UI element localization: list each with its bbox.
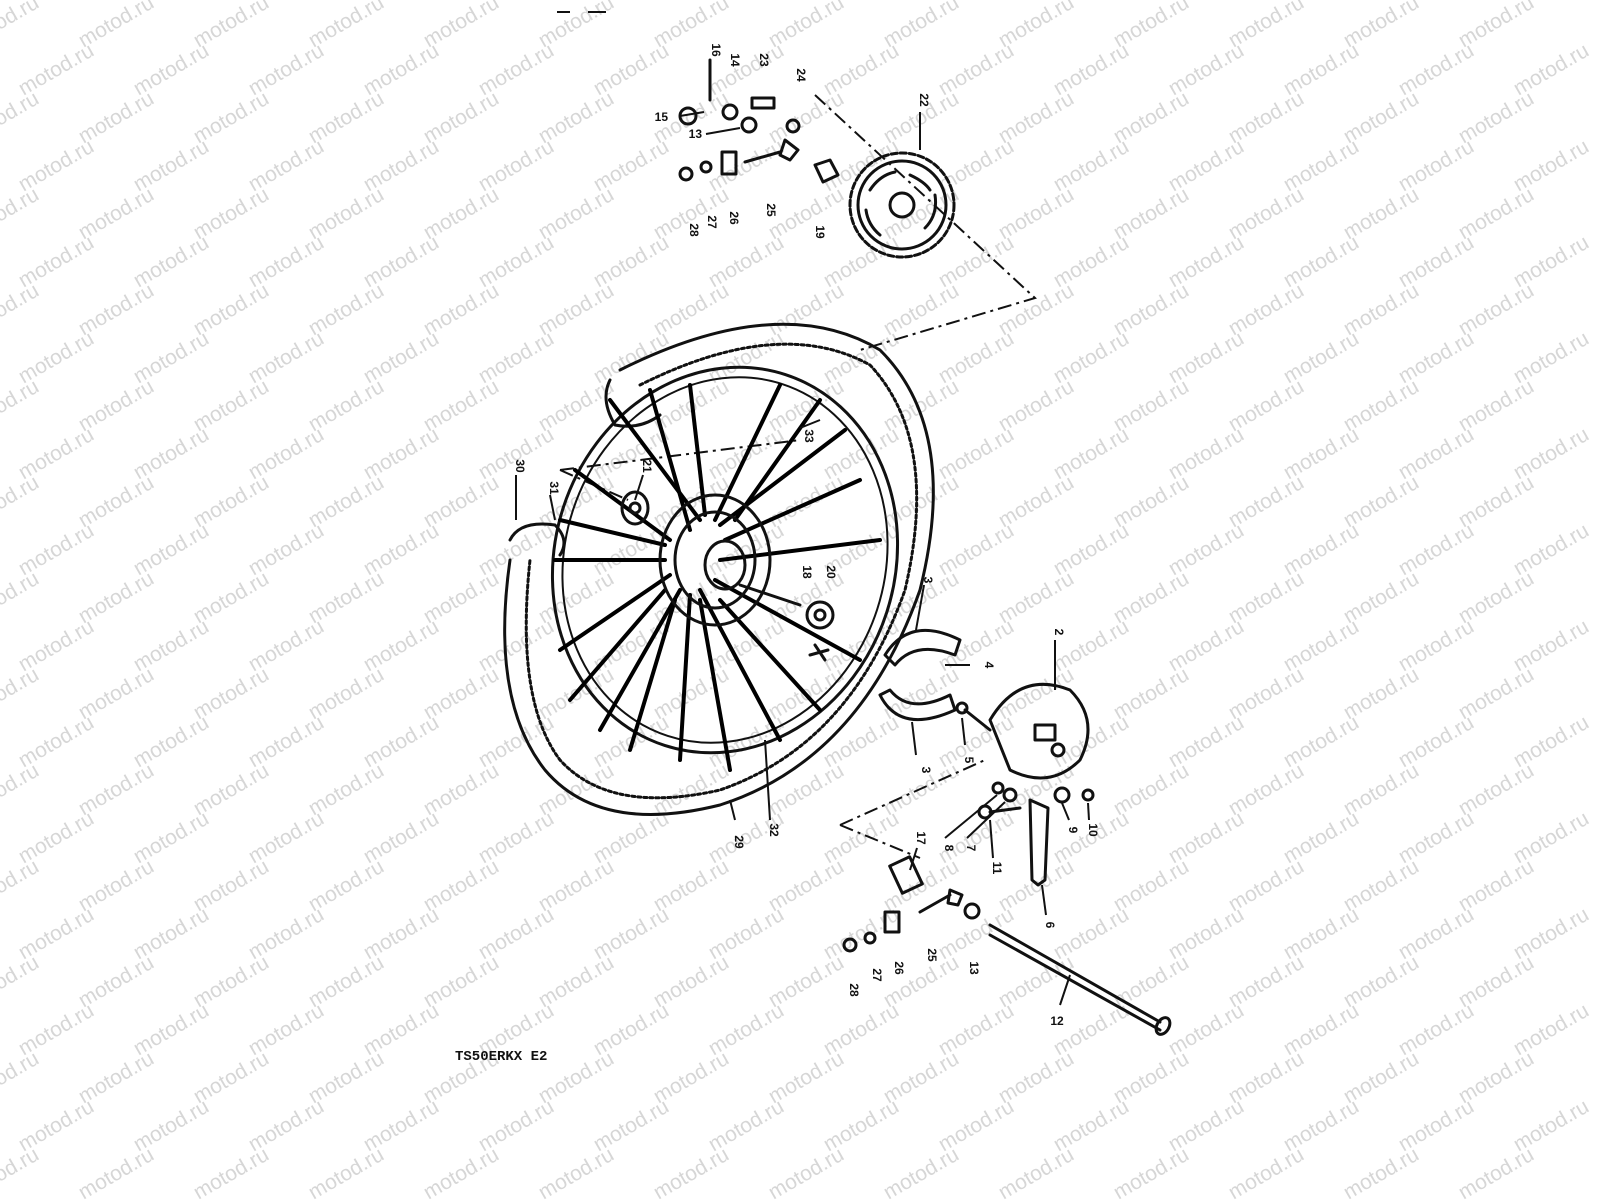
callout-26-bottom: 26: [892, 961, 906, 975]
callout-12: 12: [1050, 1014, 1064, 1028]
callout-4: 4: [982, 662, 996, 669]
callout-25-bottom: 25: [925, 948, 939, 962]
wheel-rim: [550, 365, 900, 755]
callout-29: 29: [732, 835, 746, 849]
top-hardware: [678, 58, 840, 184]
part-callouts: 16 14 23 24 22 15 13 28 27 26 25 19 33 3…: [513, 43, 1100, 1028]
callout-23: 23: [757, 53, 771, 67]
callout-3-bottom: 3: [919, 767, 933, 774]
callout-18: 18: [800, 565, 814, 579]
rear-sprocket: [848, 151, 956, 259]
brake-panel: [955, 682, 1090, 780]
callout-5: 5: [962, 757, 976, 764]
callout-27-top: 27: [705, 215, 719, 229]
model-label: TS50ERKX E2: [455, 1049, 547, 1065]
callout-27-bottom: 27: [870, 968, 884, 982]
callout-7: 7: [964, 845, 978, 852]
callout-26-top: 26: [727, 211, 741, 225]
brake-cam-parts: [977, 781, 1095, 887]
wheel-hub: [620, 490, 835, 662]
callout-30: 30: [513, 459, 527, 473]
callout-22: 22: [917, 93, 931, 107]
callout-15: 15: [655, 110, 669, 124]
callout-32: 32: [767, 823, 781, 837]
callout-17: 17: [914, 831, 928, 845]
callout-10: 10: [1086, 823, 1100, 837]
leader-lines: [515, 111, 1090, 1006]
callout-28-top: 28: [687, 223, 701, 237]
callout-3-top: 3: [921, 577, 935, 584]
callout-33: 33: [802, 429, 816, 443]
callout-28-bottom: 28: [847, 983, 861, 997]
callout-31: 31: [547, 481, 561, 495]
callout-9: 9: [1066, 827, 1080, 834]
rear-tire: [503, 322, 935, 816]
callout-14: 14: [728, 53, 742, 67]
callout-16: 16: [709, 43, 723, 57]
callout-13-top: 13: [689, 127, 703, 141]
callout-21: 21: [640, 459, 654, 473]
bottom-hardware: [842, 855, 981, 953]
callout-13-bottom: 13: [967, 961, 981, 975]
brake-shoes: [878, 628, 962, 722]
callout-25-top: 25: [764, 203, 778, 217]
callout-24: 24: [794, 68, 808, 82]
callout-11: 11: [990, 862, 1004, 875]
callout-8: 8: [942, 845, 956, 852]
callout-6: 6: [1043, 922, 1057, 929]
callout-20: 20: [824, 565, 838, 579]
callout-19: 19: [813, 225, 827, 239]
axle: [988, 923, 1172, 1036]
callout-2: 2: [1052, 629, 1066, 636]
